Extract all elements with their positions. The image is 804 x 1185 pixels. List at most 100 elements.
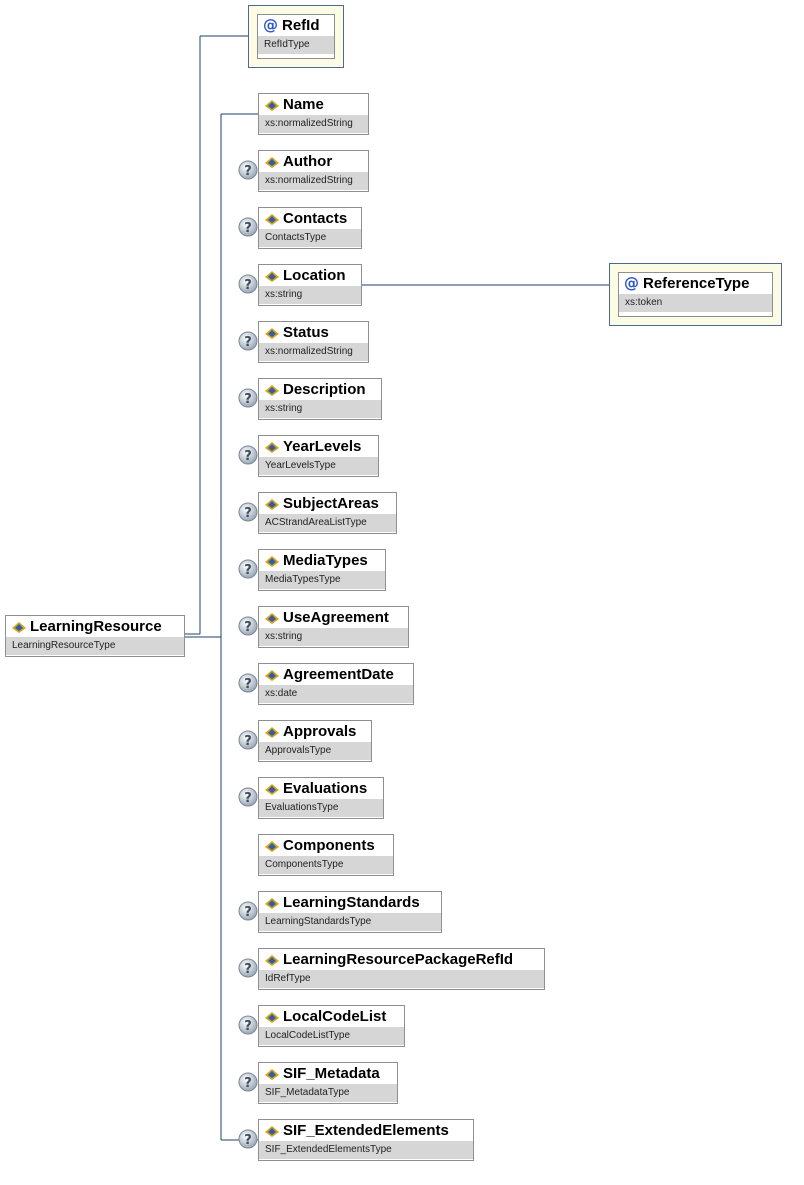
element-type: ACStrandAreaListType bbox=[259, 514, 396, 532]
element-icon bbox=[265, 1069, 279, 1080]
element-type: YearLevelsType bbox=[259, 457, 378, 475]
element-title: Description bbox=[259, 379, 381, 400]
element-title: SubjectAreas bbox=[259, 493, 396, 514]
element-icon bbox=[265, 955, 279, 966]
element-title: YearLevels bbox=[259, 436, 378, 457]
element-name: MediaTypes bbox=[283, 552, 368, 569]
attribute-refid-title: @ RefId bbox=[258, 15, 334, 36]
element-title: LearningResourcePackageRefId bbox=[259, 949, 544, 970]
root-element[interactable]: LearningResource LearningResourceType bbox=[5, 615, 185, 657]
attribute-refid[interactable]: @ RefId RefIdType bbox=[257, 14, 335, 59]
svg-text:?: ? bbox=[244, 962, 252, 977]
element-name: SIF_Metadata bbox=[283, 1065, 380, 1082]
element-title: Approvals bbox=[259, 721, 371, 742]
optional-icon: ? bbox=[238, 445, 258, 465]
optional-icon: ? bbox=[238, 787, 258, 807]
attribute-refid-type: RefIdType bbox=[258, 36, 334, 54]
element-name: LocalCodeList bbox=[283, 1008, 387, 1025]
root-element-name: LearningResource bbox=[30, 618, 162, 635]
element-icon bbox=[265, 157, 279, 168]
optional-icon: ? bbox=[238, 160, 258, 180]
element-icon bbox=[265, 442, 279, 453]
attribute-referencetype-name: ReferenceType bbox=[643, 275, 750, 292]
svg-text:?: ? bbox=[244, 1019, 252, 1034]
element-location[interactable]: Location xs:string bbox=[258, 264, 362, 306]
svg-text:?: ? bbox=[244, 563, 252, 578]
element-name: AgreementDate bbox=[283, 666, 394, 683]
element-type: ComponentsType bbox=[259, 856, 393, 874]
optional-icon: ? bbox=[238, 901, 258, 921]
element-icon bbox=[265, 100, 279, 111]
element-name: SubjectAreas bbox=[283, 495, 379, 512]
optional-icon: ? bbox=[238, 958, 258, 978]
optional-icon: ? bbox=[238, 559, 258, 579]
optional-icon: ? bbox=[238, 673, 258, 693]
optional-icon: ? bbox=[238, 1129, 258, 1149]
element-type: SIF_MetadataType bbox=[259, 1084, 397, 1102]
element-name: LearningResourcePackageRefId bbox=[283, 951, 514, 968]
element-title: Evaluations bbox=[259, 778, 383, 799]
element-type: ApprovalsType bbox=[259, 742, 371, 760]
element-icon bbox=[265, 1126, 279, 1137]
element-description[interactable]: Description xs:string bbox=[258, 378, 382, 420]
element-icon bbox=[265, 328, 279, 339]
element-type: MediaTypesType bbox=[259, 571, 385, 589]
element-icon bbox=[265, 1012, 279, 1023]
element-name: Author bbox=[283, 153, 333, 170]
element-title: Components bbox=[259, 835, 393, 856]
optional-icon: ? bbox=[238, 388, 258, 408]
element-title: LocalCodeList bbox=[259, 1006, 404, 1027]
element-name: Approvals bbox=[283, 723, 357, 740]
element-icon bbox=[265, 385, 279, 396]
svg-text:?: ? bbox=[244, 1133, 252, 1148]
element-name: Description bbox=[283, 381, 366, 398]
element-title: Status bbox=[259, 322, 368, 343]
optional-icon: ? bbox=[238, 217, 258, 237]
element-name: Location bbox=[283, 267, 346, 284]
element-title: MediaTypes bbox=[259, 550, 385, 571]
element-type: xs:normalizedString bbox=[259, 343, 368, 361]
svg-text:?: ? bbox=[244, 506, 252, 521]
element-type: xs:string bbox=[259, 286, 361, 304]
attribute-referencetype[interactable]: @ ReferenceType xs:token bbox=[618, 272, 773, 317]
element-icon bbox=[265, 841, 279, 852]
element-type: LearningStandardsType bbox=[259, 913, 441, 931]
element-icon bbox=[12, 622, 26, 633]
svg-text:?: ? bbox=[244, 791, 252, 806]
element-title: UseAgreement bbox=[259, 607, 408, 628]
element-type: xs:string bbox=[259, 400, 381, 418]
element-icon bbox=[265, 499, 279, 510]
element-title: Location bbox=[259, 265, 361, 286]
svg-text:?: ? bbox=[244, 335, 252, 350]
element-icon bbox=[265, 898, 279, 909]
attribute-icon: @ bbox=[624, 274, 639, 292]
svg-text:?: ? bbox=[244, 392, 252, 407]
svg-text:?: ? bbox=[244, 1076, 252, 1091]
element-name: Evaluations bbox=[283, 780, 368, 797]
element-type: xs:normalizedString bbox=[259, 115, 368, 133]
element-type: ContactsType bbox=[259, 229, 361, 247]
element-icon bbox=[265, 271, 279, 282]
element-icon bbox=[265, 670, 279, 681]
svg-text:?: ? bbox=[244, 677, 252, 692]
element-icon bbox=[265, 613, 279, 624]
optional-icon: ? bbox=[238, 730, 258, 750]
element-name: SIF_ExtendedElements bbox=[283, 1122, 449, 1139]
